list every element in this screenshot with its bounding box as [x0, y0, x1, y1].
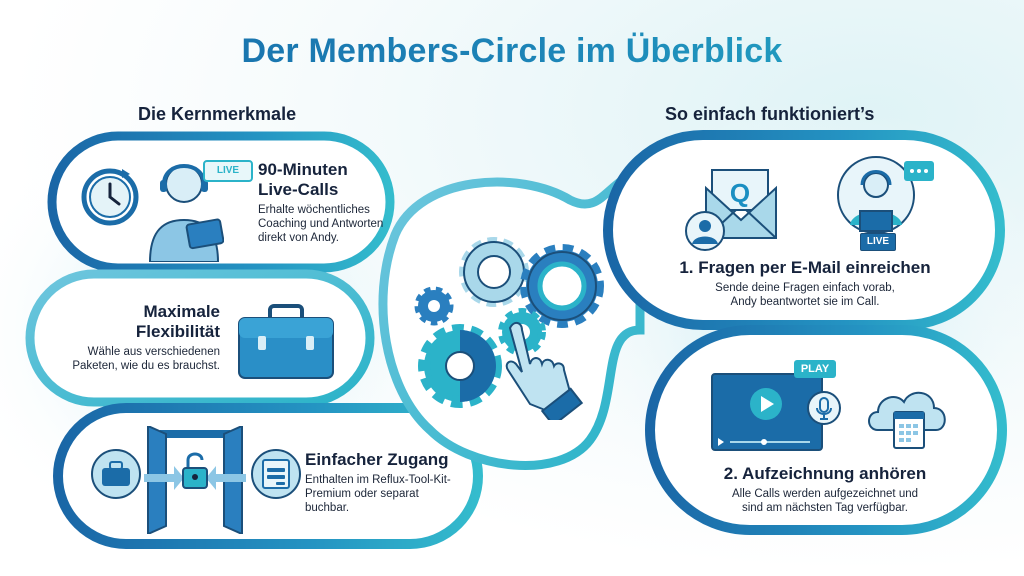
step-1-desc: Sende deine Fragen einfach vorab, Andy b…: [640, 281, 970, 309]
page-title: Der Members-Circle im Überblick: [0, 32, 1024, 71]
feature-2-desc: Wähle aus verschiedenen Paketen, wie du …: [48, 345, 220, 373]
feature-2-title-2: Flexibilität: [135, 322, 220, 341]
feature-1-title-1: 90-Minuten: [258, 160, 348, 179]
feature-1-desc-line-3: direkt von Andy.: [258, 232, 339, 244]
svg-text:Q: Q: [730, 178, 750, 208]
section-heading-steps: So einfach funktioniert’s: [665, 104, 875, 124]
browser-window-icon: [251, 449, 301, 499]
play-badge: PLAY: [794, 360, 836, 378]
feature-1-title-2: Live-Calls: [258, 180, 339, 199]
feature-3-desc-line-2: Premium oder separat: [305, 488, 419, 500]
step-1-title: 1. Fragen per E-Mail einreichen: [679, 258, 931, 277]
step-2-desc: Alle Calls werden aufgezeichnet und sind…: [660, 487, 990, 515]
step-2-title: 2. Aufzeichnung anhören: [723, 464, 927, 483]
step-1-desc-line-2: Andy beantwortet sie im Call.: [730, 296, 880, 308]
section-heading-features: Die Kernmerkmale: [138, 104, 297, 124]
feature-2-desc-line-1: Wähle aus verschiedenen: [87, 346, 220, 358]
live-badge: LIVE: [203, 160, 253, 182]
feature-1-text: 90-Minuten Live-Calls Erhalte wöchentlic…: [258, 160, 398, 245]
toolbox-circle-icon: [91, 449, 141, 499]
feature-1-desc-line-1: Erhalte wöchentliches: [258, 204, 370, 216]
feature-panel-1: [47, 131, 395, 273]
feature-1-desc-line-2: Coaching und Antworten: [258, 218, 384, 230]
step-1-desc-line-1: Sende deine Fragen einfach vorab,: [715, 282, 895, 294]
feature-3-desc: Enthalten im Reflux-Tool-Kit- Premium od…: [305, 473, 485, 515]
step-2-desc-line-1: Alle Calls werden aufgezeichnet und: [731, 488, 919, 500]
open-door-icon: [144, 426, 246, 534]
feature-1-desc: Erhalte wöchentliches Coaching und Antwo…: [258, 203, 398, 245]
step-1-text: 1. Fragen per E-Mail einreichen Sende de…: [640, 258, 970, 309]
feature-3-text: Einfacher Zugang Enthalten im Reflux-Too…: [305, 450, 485, 515]
headset-person-laptop-icon: [837, 156, 934, 234]
feature-3-title: Einfacher Zugang: [305, 450, 449, 469]
feature-3-desc-line-3: buchbar.: [305, 502, 350, 514]
unlock-icon: [182, 452, 208, 489]
clock-refresh-icon: [81, 168, 139, 226]
video-player-icon: [711, 373, 823, 451]
user-avatar-icon: [685, 211, 725, 251]
cloud-calendar-icon: [868, 392, 946, 449]
feature-2-title-1: Maximale: [143, 302, 220, 321]
microphone-icon: [807, 391, 841, 425]
live-badge-step: LIVE: [860, 233, 896, 251]
headset-person-tablet-icon: [148, 164, 224, 262]
toolbox-icon: [238, 304, 334, 379]
feature-2-desc-line-2: Paketen, wie du es brauchst.: [72, 360, 220, 372]
step-2-text: 2. Aufzeichnung anhören Alle Calls werde…: [660, 464, 990, 515]
pointing-hand-icon: [505, 322, 584, 420]
step-2-desc-line-2: sind am nächsten Tag verfügbar.: [741, 502, 908, 514]
feature-2-text: Maximale Flexibilität Wähle aus verschie…: [48, 302, 220, 373]
feature-3-desc-line-1: Enthalten im Reflux-Tool-Kit-: [305, 474, 451, 486]
gears-icon: [414, 237, 604, 408]
